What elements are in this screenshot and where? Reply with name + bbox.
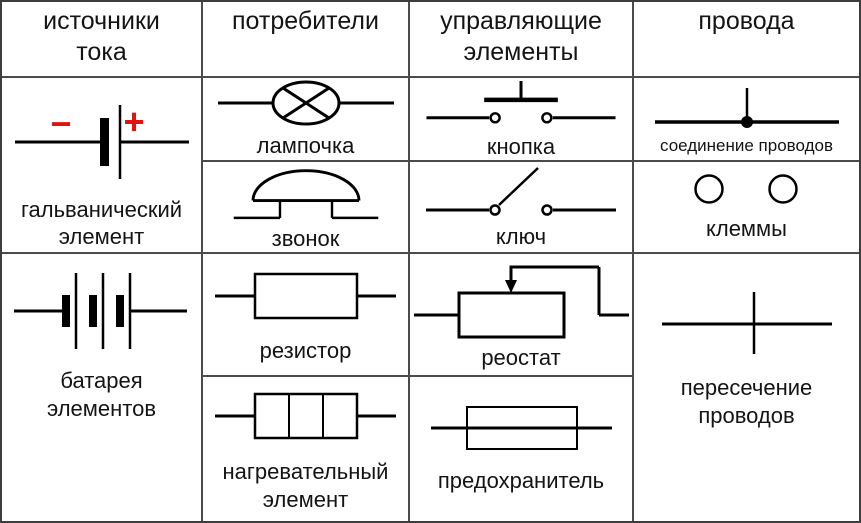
minus-sign: −: [50, 102, 72, 144]
lamp-icon: [217, 80, 394, 126]
terminals-icon: [693, 174, 798, 204]
symbol-label: предохранитель: [437, 468, 605, 494]
cell-wire-crossing: пересечение проводов: [634, 254, 859, 521]
symbol-label: нагревательный элемент: [222, 459, 389, 512]
header-wires: провода: [634, 2, 859, 78]
symbol-label: реостат: [481, 345, 561, 371]
cell-battery: батарея элементов: [2, 254, 203, 521]
header-line: тока: [76, 38, 127, 67]
header-line: потребители: [232, 7, 379, 35]
cell-fuse: предохранитель: [410, 377, 634, 521]
symbol-label: ключ: [495, 223, 547, 249]
header-consumers: потребители: [203, 2, 410, 78]
switch-key-icon: [426, 166, 616, 216]
cell-bell: звонок: [203, 162, 410, 254]
cell-galvanic-element: − + гальванический элемент: [2, 78, 203, 254]
wire-junction-icon: [654, 87, 839, 128]
header-line: управляющие: [440, 7, 602, 35]
header-line: источники: [43, 7, 160, 35]
symbol-label: резистор: [259, 337, 352, 363]
header-control-elements: управляющие элементы: [410, 2, 634, 78]
header-line: провода: [698, 7, 795, 35]
cell-heating-element: нагревательный элемент: [203, 377, 410, 521]
symbol-label: кнопка: [486, 133, 556, 159]
symbol-label: лампочка: [256, 132, 355, 158]
cell-terminals: клеммы: [634, 162, 859, 254]
bell-icon: [233, 169, 378, 220]
heating-element-icon: [215, 392, 396, 440]
galvanic-cell-icon: − +: [7, 80, 197, 190]
symbol-label: клеммы: [705, 215, 787, 241]
cell-resistor: резистор: [203, 254, 410, 377]
header-current-sources: источники тока: [2, 2, 203, 78]
cell-lamp: лампочка: [203, 78, 410, 162]
cell-rheostat: реостат: [410, 254, 634, 377]
plus-sign: +: [123, 100, 145, 142]
wire-crossing-icon: [661, 292, 832, 355]
symbol-label: батарея элементов: [46, 368, 157, 421]
symbol-label: соединение проводов: [660, 135, 833, 155]
resistor-icon: [215, 272, 396, 320]
cell-push-button: кнопка: [410, 78, 634, 162]
fuse-icon: [430, 406, 612, 451]
symbol-label: звонок: [271, 225, 340, 251]
header-line: элементы: [463, 38, 579, 67]
battery-icon: [14, 273, 187, 350]
symbol-label: гальванический элемент: [20, 196, 183, 249]
rheostat-icon: [413, 265, 629, 339]
symbol-label: пересечение проводов: [680, 375, 813, 428]
cell-wire-junction: соединение проводов: [634, 78, 859, 162]
push-button-icon: [426, 80, 616, 124]
cell-switch-key: ключ: [410, 162, 634, 254]
